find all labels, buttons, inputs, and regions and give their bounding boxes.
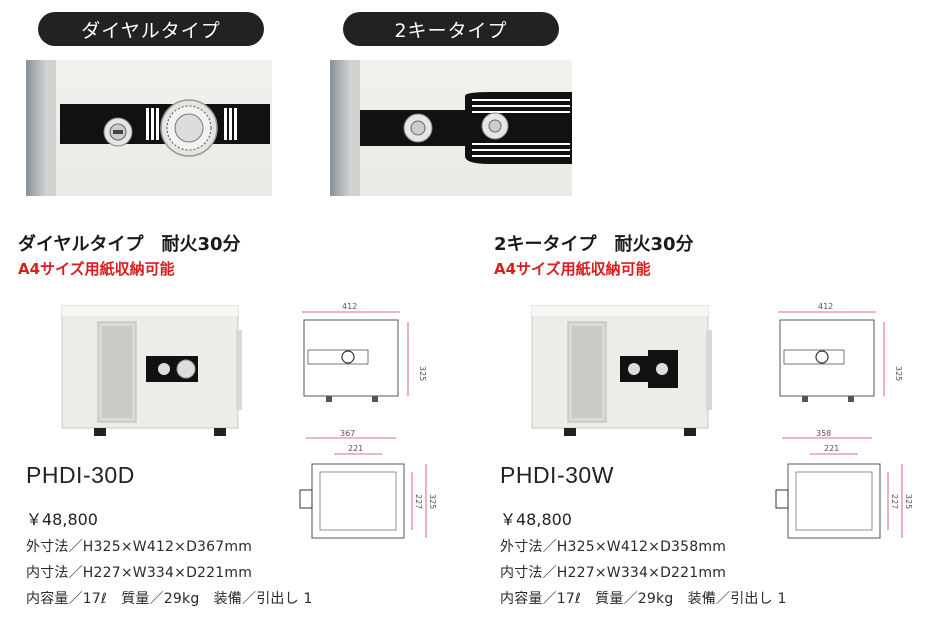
two-key-front-drawing: 412 325 xyxy=(778,302,903,402)
dial-spec-capacity: 内容量／17ℓ 質量／29kg 装備／引出し 1 xyxy=(26,591,313,607)
dial-model-name: PHDI-30D xyxy=(26,462,135,488)
dial-spec-outer: 外寸法／H325×W412×D367mm xyxy=(26,539,253,555)
dial-safe-photo xyxy=(61,305,242,436)
two-key-spec-capacity: 内容量／17ℓ 質量／29kg 装備／引出し 1 xyxy=(500,591,787,607)
dial-closeup-photo xyxy=(26,60,272,196)
dial-top-drawing: 367 221 227 325 xyxy=(299,429,437,539)
two-key-heading: 2キータイプ 耐火30分 xyxy=(494,234,694,255)
two-key-front-height-label: 325 xyxy=(894,366,903,381)
two-key-inner-width-label: 221 xyxy=(824,444,839,453)
two-key-top-drawing: 358 221 227 325 xyxy=(775,429,913,539)
two-key-model-name: PHDI-30W xyxy=(500,462,614,488)
dial-spec-inner: 内寸法／H227×W334×D221mm xyxy=(26,565,253,581)
dial-outer-height-label: 325 xyxy=(428,494,437,509)
dial-price: ￥48,800 xyxy=(26,510,98,529)
dial-type-heading: ダイヤルタイプ 耐火30分 xyxy=(18,234,241,255)
dial-panel-graphic xyxy=(60,99,270,157)
dial-front-height-label: 325 xyxy=(418,366,427,381)
tab-two-key-type[interactable]: 2キータイプ xyxy=(343,12,559,46)
two-key-price: ￥48,800 xyxy=(500,510,572,529)
dial-top-depth-label: 367 xyxy=(340,429,355,438)
dial-inner-width-label: 221 xyxy=(348,444,363,453)
two-key-panel-graphic xyxy=(360,92,572,164)
two-key-top-depth-label: 358 xyxy=(816,429,831,438)
two-key-safe-photo xyxy=(531,305,712,436)
dial-front-width-label: 412 xyxy=(342,302,357,311)
tab-dial-type[interactable]: ダイヤルタイプ xyxy=(38,12,264,46)
dial-front-drawing: 412 325 xyxy=(302,302,427,402)
two-key-a4-note: A4サイズ用紙収納可能 xyxy=(494,260,651,278)
two-key-inner-height-label: 227 xyxy=(890,494,899,509)
two-key-front-width-label: 412 xyxy=(818,302,833,311)
two-key-outer-height-label: 325 xyxy=(904,494,913,509)
dial-type-a4-note: A4サイズ用紙収納可能 xyxy=(18,260,175,278)
two-key-spec-inner: 内寸法／H227×W334×D221mm xyxy=(500,565,727,581)
dial-inner-height-label: 227 xyxy=(414,494,423,509)
two-key-spec-outer: 外寸法／H325×W412×D358mm xyxy=(500,539,727,555)
two-key-closeup-photo xyxy=(330,60,572,196)
